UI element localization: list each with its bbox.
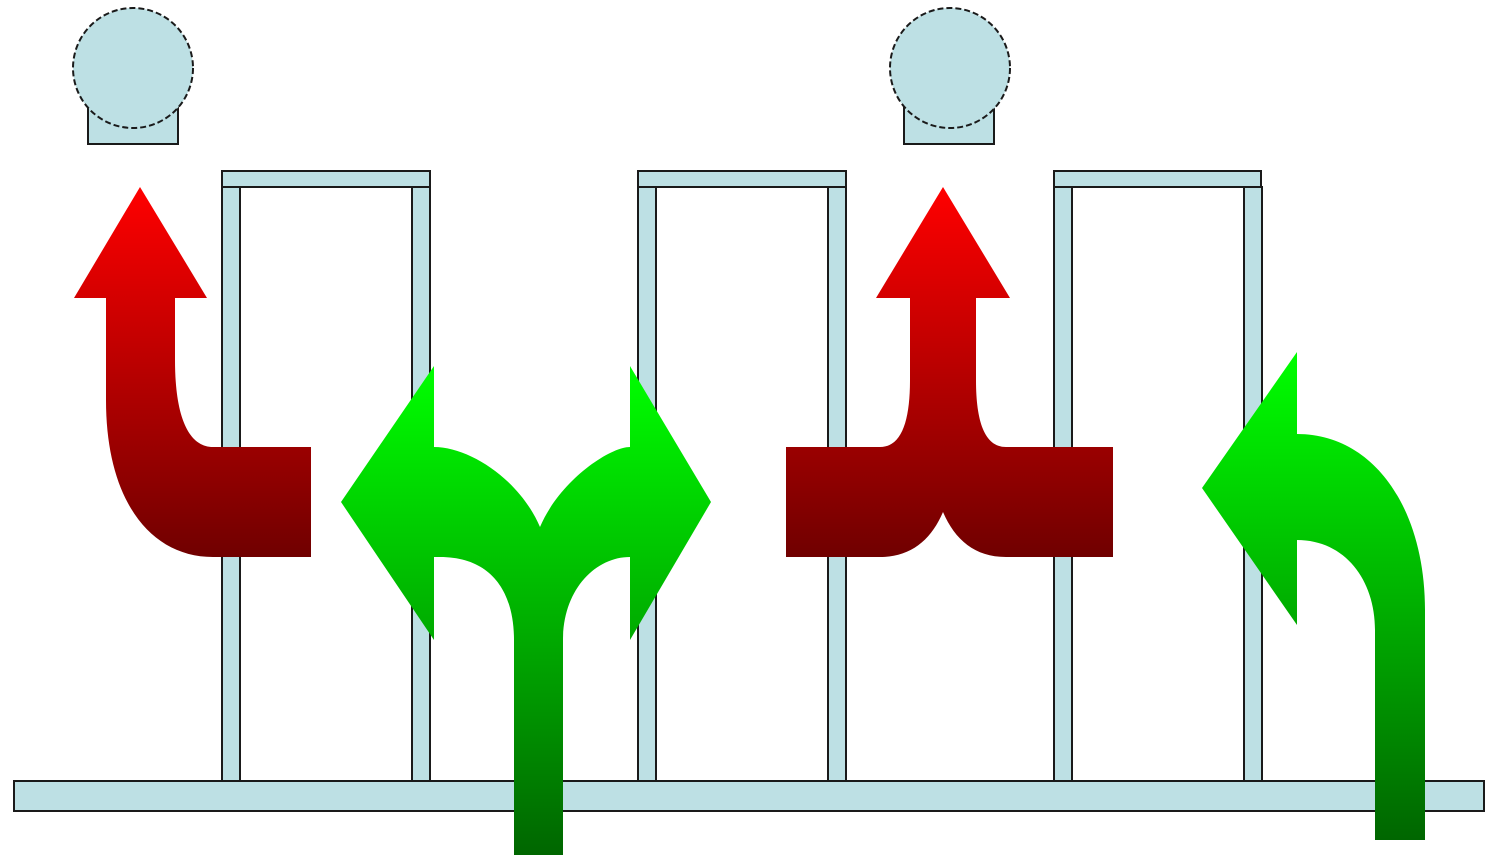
exhaust-merge-arrow — [786, 187, 1113, 557]
exhaust-fan — [72, 7, 194, 145]
exhaust-curve-arrow — [74, 187, 311, 557]
fan-icon — [889, 7, 1011, 129]
rack-top-bar — [637, 170, 847, 188]
rack-top-bar — [221, 170, 431, 188]
supply-curve-arrow — [1202, 352, 1425, 840]
fan-icon — [72, 7, 194, 129]
exhaust-fan — [889, 7, 1011, 145]
raised-floor — [13, 780, 1485, 812]
rack-top-bar — [1053, 170, 1262, 188]
supply-fork-arrow — [341, 366, 711, 855]
